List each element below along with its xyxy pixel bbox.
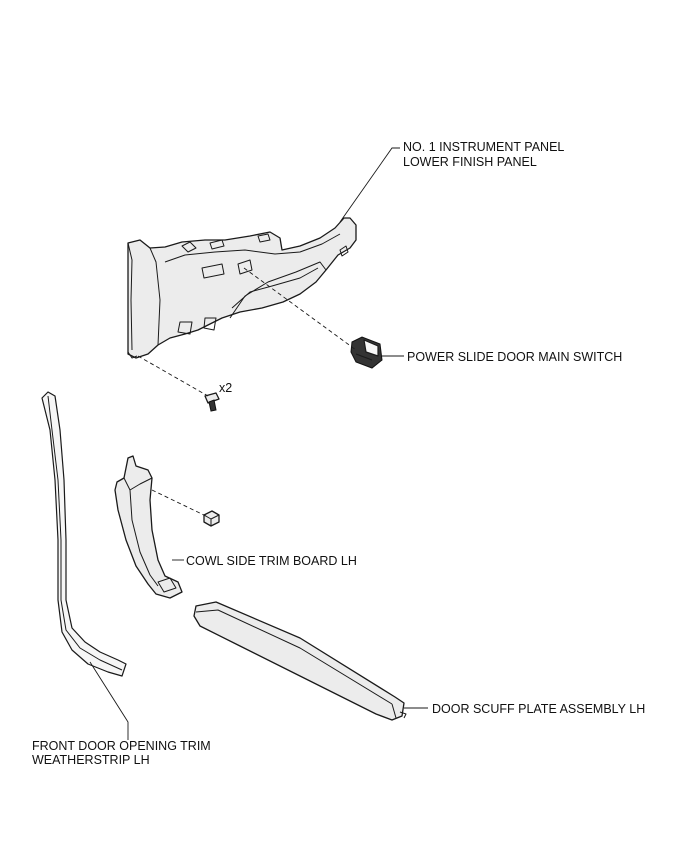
door-scuff-plate-assembly-lh	[193, 601, 407, 721]
clip	[203, 510, 220, 527]
instrument-panel-label-line1: NO. 1 INSTRUMENT PANEL	[403, 140, 565, 154]
switch-dashed-line	[243, 267, 357, 351]
weatherstrip-leader	[89, 661, 129, 740]
screw	[204, 392, 220, 412]
instrument-panel-label-line2: LOWER FINISH PANEL	[403, 155, 537, 169]
screw-dashed-line	[137, 355, 209, 397]
cowl-side-trim-label: COWL SIDE TRIM BOARD LH	[186, 554, 357, 568]
instrument-panel-leader	[339, 147, 400, 223]
clip-dashed-line	[151, 489, 209, 518]
door-scuff-plate-label: DOOR SCUFF PLATE ASSEMBLY LH	[432, 702, 646, 716]
front-door-opening-trim-weatherstrip-lh	[41, 391, 127, 677]
power-slide-switch-label: POWER SLIDE DOOR MAIN SWITCH	[407, 350, 623, 364]
instrument-panel-lower-finish-panel	[127, 217, 357, 359]
screw-quantity-label: x2	[219, 381, 233, 395]
power-slide-door-main-switch	[350, 336, 383, 369]
weatherstrip-label-line2: WEATHERSTRIP LH	[32, 753, 150, 767]
weatherstrip-label-line1: FRONT DOOR OPENING TRIM	[32, 739, 211, 753]
cowl-side-trim-board-lh	[114, 455, 183, 599]
